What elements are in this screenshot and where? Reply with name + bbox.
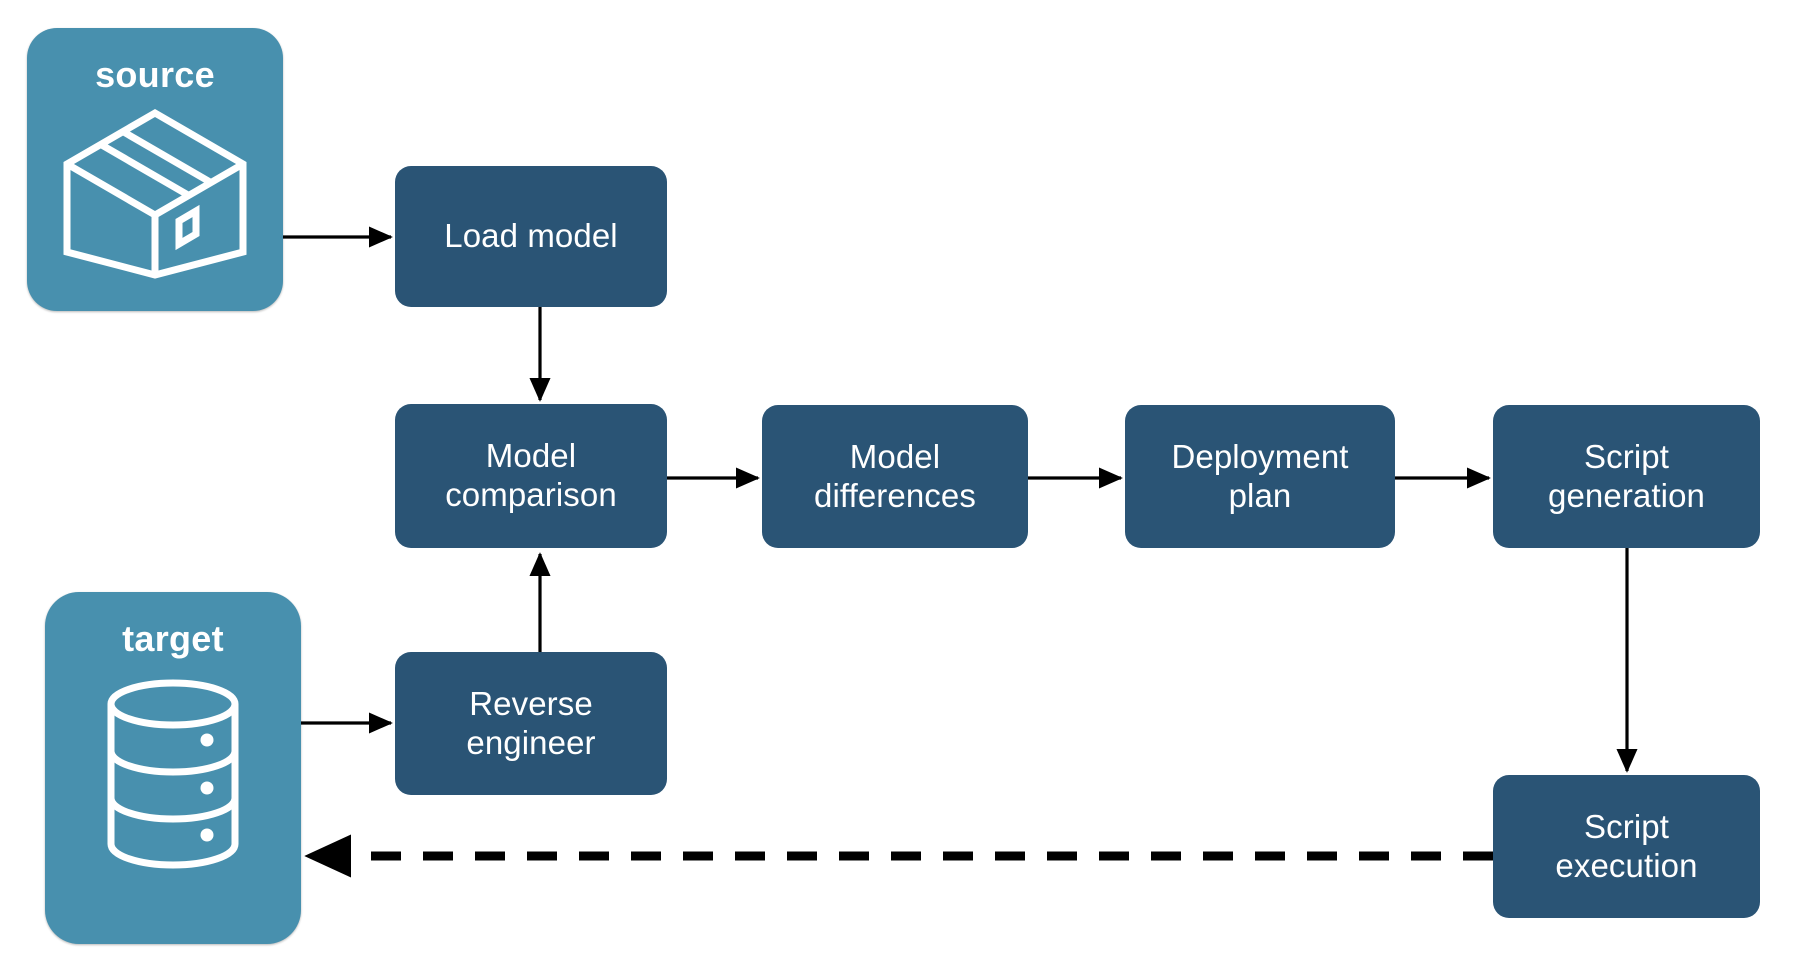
process-script-generation-label: Script generation <box>1548 437 1705 514</box>
endpoint-source-label: source <box>95 54 215 95</box>
package-box-icon <box>62 108 248 285</box>
process-model-differences-label: Model differences <box>814 437 976 514</box>
process-model-differences[interactable]: Model differences <box>762 405 1028 548</box>
endpoint-target-label: target <box>122 618 224 659</box>
process-model-comparison[interactable]: Model comparison <box>395 404 667 548</box>
database-cylinder-icon <box>103 678 243 875</box>
process-script-execution[interactable]: Script execution <box>1493 775 1760 918</box>
process-model-comparison-label: Model comparison <box>445 437 617 513</box>
process-deployment-plan[interactable]: Deployment plan <box>1125 405 1395 548</box>
process-reverse-engineer[interactable]: Reverse engineer <box>395 652 667 795</box>
process-load-model[interactable]: Load model <box>395 166 667 307</box>
process-load-model-label: Load model <box>444 217 618 255</box>
process-deployment-plan-label: Deployment plan <box>1171 437 1349 514</box>
process-script-generation[interactable]: Script generation <box>1493 405 1760 548</box>
endpoint-target[interactable]: target <box>45 592 301 944</box>
endpoint-source[interactable]: source <box>27 28 283 311</box>
process-reverse-engineer-label: Reverse engineer <box>466 684 596 761</box>
process-script-execution-label: Script execution <box>1555 807 1698 884</box>
